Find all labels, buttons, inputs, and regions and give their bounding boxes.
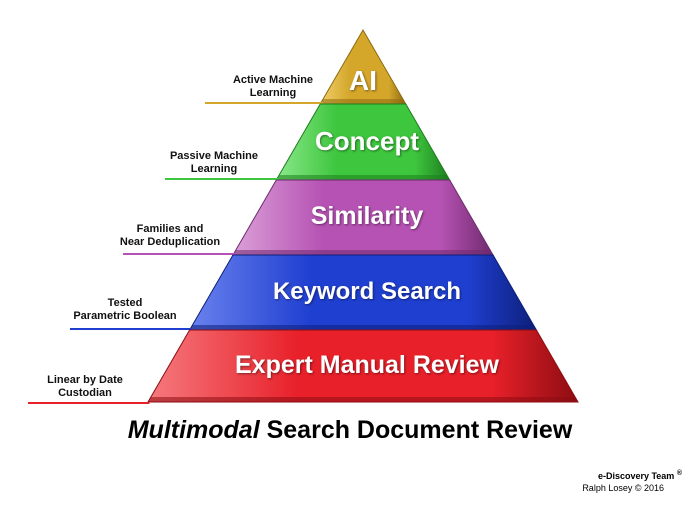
credit-author: Ralph Losey © 2016 bbox=[582, 483, 664, 493]
tier-4-side-label-line: Tested bbox=[107, 297, 143, 309]
registered-mark: ® bbox=[676, 470, 682, 477]
tier-4-side-label-line: Parametric Boolean bbox=[73, 310, 177, 322]
credit-team-name: e-Discovery Team bbox=[597, 471, 675, 481]
pyramid-tier-3-bevel bbox=[232, 250, 494, 255]
pyramid-tier-5-bevel bbox=[148, 397, 578, 402]
tier-3-title: Similarity bbox=[310, 202, 424, 230]
caption-italic: Multimodal bbox=[127, 416, 260, 444]
credit-team: e-Discovery Team ® bbox=[598, 470, 682, 481]
tier-2-side-label-line: Passive Machine bbox=[169, 150, 259, 162]
pyramid-tier-4-bevel bbox=[189, 325, 537, 330]
caption-rest: Search Document Review bbox=[259, 416, 573, 444]
tier-1-side-label-line: Learning bbox=[249, 87, 297, 99]
tier-3-side-label-line: Families and bbox=[136, 223, 204, 235]
tier-5-side-label-line: Linear by Date bbox=[47, 374, 123, 386]
diagram-caption: Multimodal Search Document Review bbox=[0, 416, 700, 445]
tier-5-title: Expert Manual Review bbox=[235, 350, 499, 379]
tier-2-title: Concept bbox=[315, 125, 419, 156]
tier-1-title: AI bbox=[349, 64, 377, 96]
pyramid-tier-1-bevel bbox=[320, 99, 406, 104]
tier-3-side-label-line: Near Deduplication bbox=[119, 236, 221, 248]
tier-4-title: Keyword Search bbox=[272, 277, 462, 305]
tier-2-side-label-line: Learning bbox=[190, 163, 238, 175]
pyramid-tier-2-bevel bbox=[276, 175, 450, 180]
tier-1-side-label-line: Active Machine bbox=[232, 74, 314, 86]
tier-5-side-label-line: Custodian bbox=[58, 387, 112, 399]
